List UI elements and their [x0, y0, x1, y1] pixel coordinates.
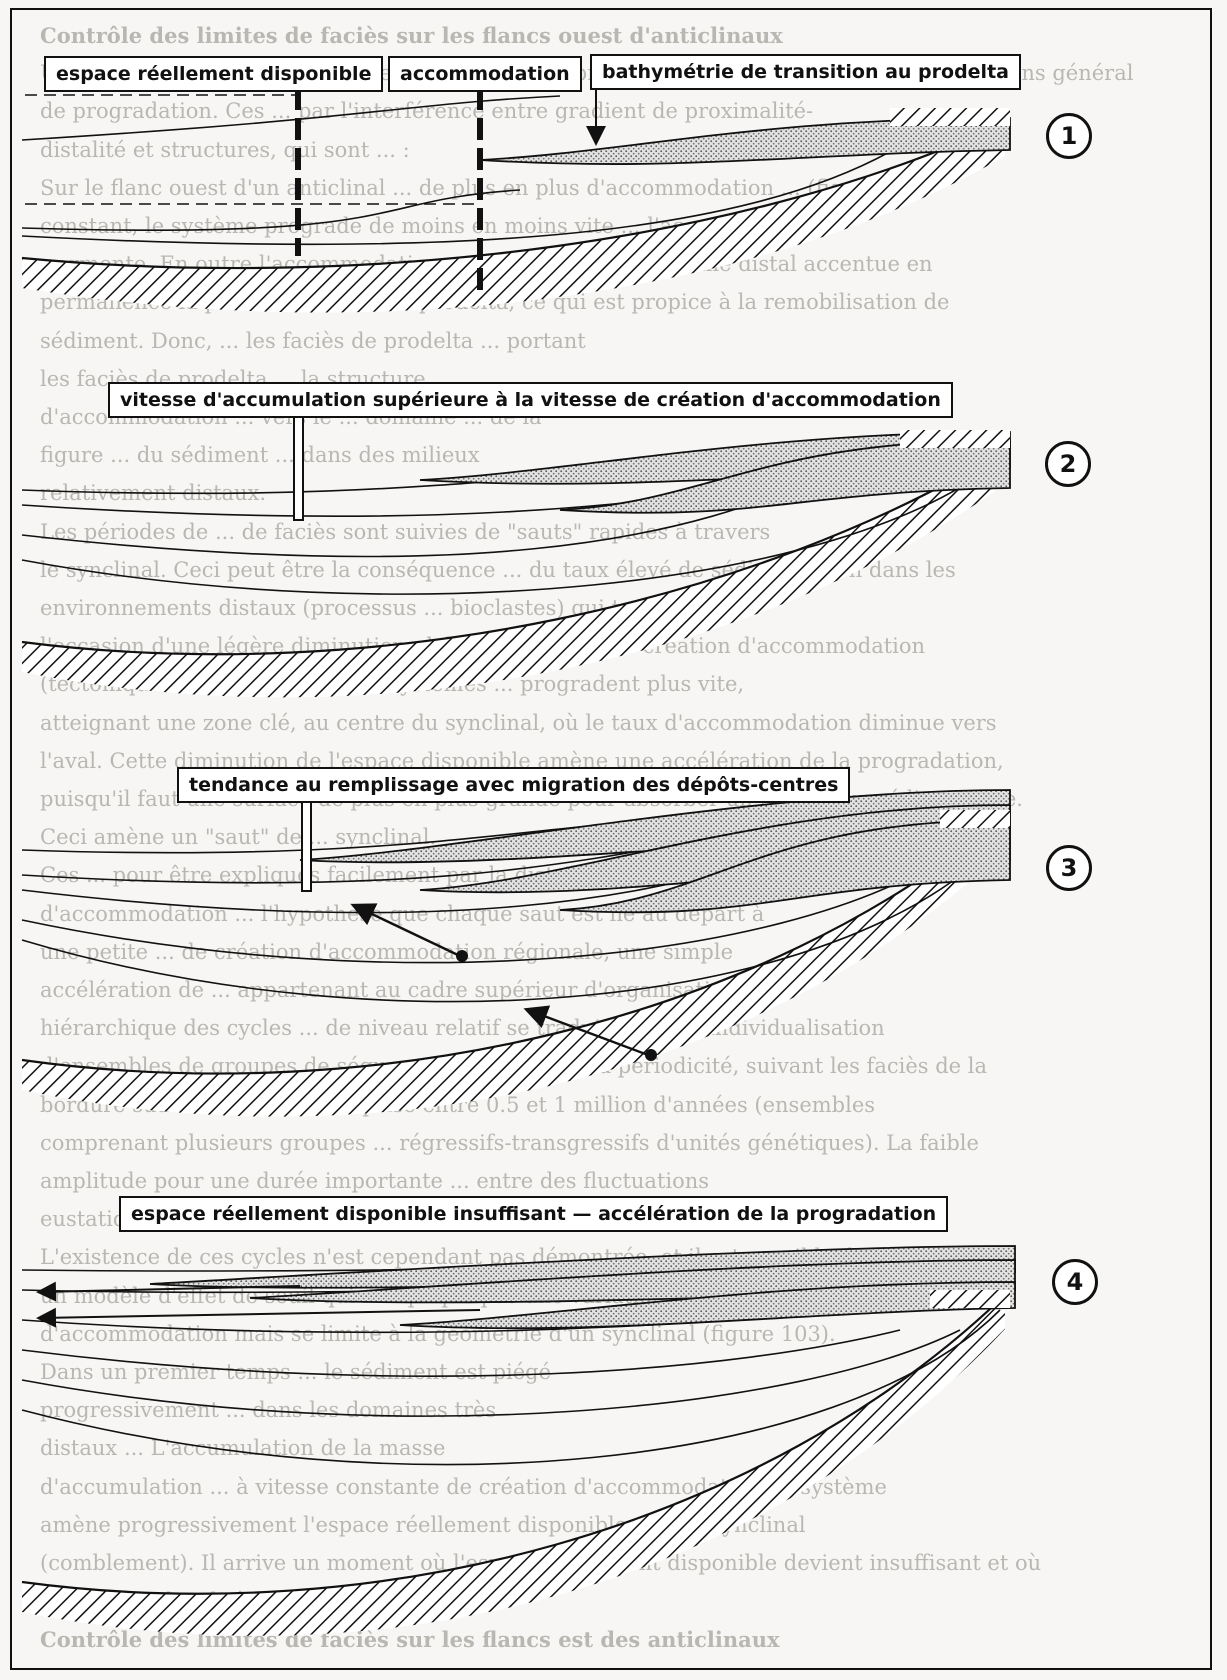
label-vitesse-accumulation: vitesse d'accumulation supérieure à la v… — [108, 382, 953, 418]
panel-number-4: 4 — [1052, 1259, 1098, 1305]
accommodation-bar — [294, 412, 303, 520]
shoreface-hatch — [900, 430, 1010, 448]
shoreface-hatch — [940, 810, 1010, 828]
label-tendance-remplissage: tendance au remplissage avec migration d… — [177, 767, 850, 803]
progradation-arrow — [40, 1310, 480, 1318]
shoreface-hatch — [890, 108, 1010, 126]
accommodation-bar — [302, 797, 311, 891]
basement-hatch — [22, 1295, 1005, 1636]
panel-number-1: 1 — [1046, 113, 1092, 159]
stratum-line — [22, 1330, 900, 1376]
label-accommodation: accommodation — [388, 56, 582, 92]
shoreface-hatch — [930, 1290, 1010, 1308]
panel-number-2: 2 — [1045, 441, 1091, 487]
label-bathymetrie-prodelta: bathymétrie de transition au prodelta — [590, 54, 1021, 90]
panel-number-3: 3 — [1046, 845, 1092, 891]
stratum-line — [22, 190, 520, 230]
stratum-line — [22, 1330, 960, 1416]
label-espace-insuffisant: espace réellement disponible insuffisant… — [119, 1196, 948, 1232]
depocentre-dot — [456, 950, 468, 962]
label-espace-disponible: espace réellement disponible — [44, 56, 383, 92]
depocentre-dot — [645, 1049, 657, 1061]
progradation-arrow — [40, 1286, 300, 1292]
depocentre-migration-arrow — [355, 906, 460, 956]
